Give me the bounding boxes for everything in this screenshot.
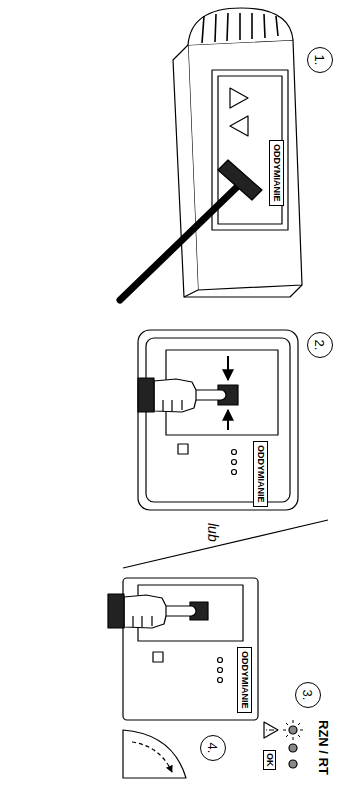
step-number: 3. (295, 682, 321, 708)
device-model: RZN / RT (317, 720, 330, 775)
step-number: 4. (200, 735, 226, 761)
status-symbol: OK (263, 750, 276, 770)
step-number: 2. (307, 332, 333, 358)
device-label: ODDYMIANIE (237, 647, 252, 713)
call-point-press-alt (108, 578, 258, 720)
cover-flap (123, 730, 186, 778)
separator-word: lub (206, 522, 220, 543)
call-point-press (138, 330, 298, 510)
call-point-hammer (120, 8, 302, 300)
device-label: ODDYMIANIE (269, 140, 284, 206)
divider-line (123, 520, 328, 568)
device-label: ODDYMIANIE (253, 441, 268, 507)
step-number: 1. (307, 47, 333, 73)
